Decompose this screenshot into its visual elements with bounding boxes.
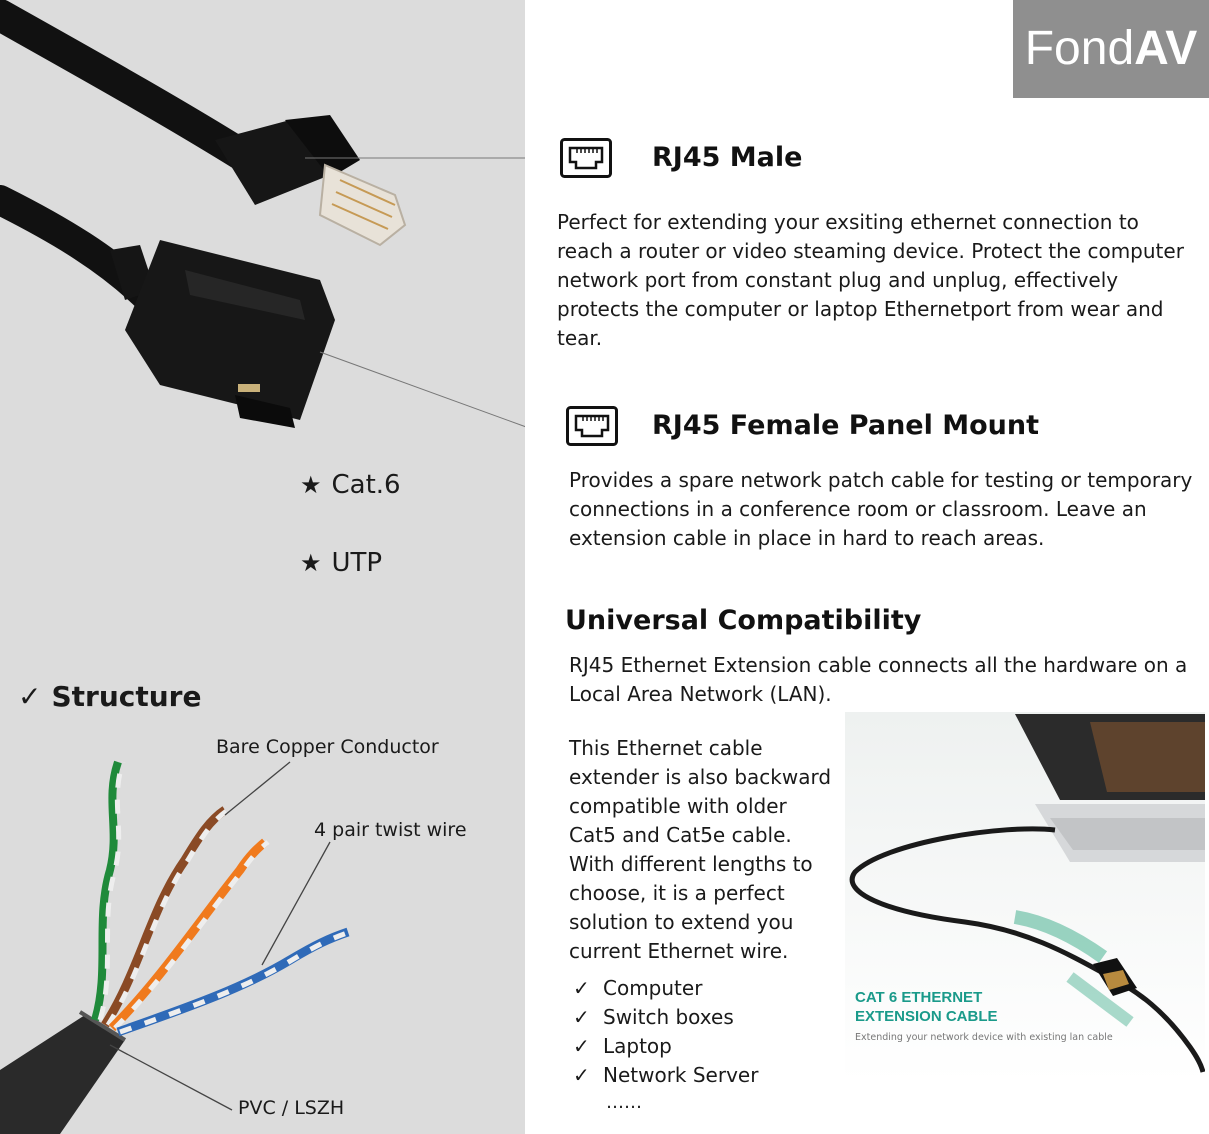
list-item: ✓Computer <box>573 974 758 1003</box>
check-icon: ✓ <box>18 680 42 713</box>
check-icon: ✓ <box>573 976 590 1000</box>
laptop-cable-photo <box>845 712 1205 1082</box>
rj45-cable-photo <box>0 0 525 428</box>
list-item: ✓Switch boxes <box>573 1003 758 1032</box>
list-item: ✓Network Server <box>573 1061 758 1090</box>
ethernet-port-icon <box>566 406 618 446</box>
section-title-compat: Universal Compatibility <box>565 605 922 636</box>
label-jacket: PVC / LSZH <box>238 1097 345 1119</box>
section-text-compat: RJ45 Ethernet Extension cable connects a… <box>569 653 1188 706</box>
product-image-title: CAT 6 ETHERNET EXTENSION CABLE <box>855 989 998 1025</box>
list-more: …… <box>606 1092 642 1113</box>
spec-item: ★ UTP <box>300 548 382 578</box>
label-conductor: Bare Copper Conductor <box>216 736 439 758</box>
label-twist-wire: 4 pair twist wire <box>314 819 467 841</box>
backward-compat-text: This Ethernet cable extender is also bac… <box>569 736 832 963</box>
ethernet-port-icon <box>560 138 612 178</box>
product-image-subtitle: Extending your network device with exist… <box>855 1032 1113 1043</box>
star-icon: ★ <box>300 549 322 577</box>
structure-title: Structure <box>51 680 202 713</box>
check-icon: ✓ <box>573 1005 590 1029</box>
structure-heading: ✓ Structure <box>18 680 201 713</box>
section-text-male: Perfect for extending your exsiting ethe… <box>557 210 1184 350</box>
spec-label: Cat.6 <box>331 470 401 500</box>
section-title-female: RJ45 Female Panel Mount <box>652 410 1040 441</box>
cable-structure-illustration <box>0 760 351 1134</box>
device-list: ✓Computer ✓Switch boxes ✓Laptop ✓Network… <box>573 974 758 1090</box>
section-title-male: RJ45 Male <box>652 142 803 173</box>
check-icon: ✓ <box>573 1063 590 1087</box>
star-icon: ★ <box>300 471 322 499</box>
brand-logo: FondAV <box>1013 0 1209 98</box>
check-icon: ✓ <box>573 1034 590 1058</box>
section-text-female: Provides a spare network patch cable for… <box>569 468 1193 550</box>
spec-item: ★ Cat.6 <box>300 470 401 500</box>
list-item: ✓Laptop <box>573 1032 758 1061</box>
spec-label: UTP <box>331 548 383 578</box>
